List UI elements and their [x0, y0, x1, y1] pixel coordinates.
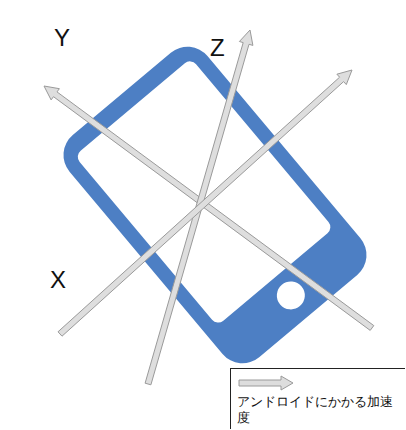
phone	[53, 36, 377, 374]
legend-text: アンドロイドにかかる加速度	[237, 394, 402, 425]
legend-arrow-sample	[237, 375, 297, 391]
axis-label: Z	[210, 36, 225, 60]
axis-arrow	[44, 86, 374, 330]
axis-arrow	[58, 70, 352, 336]
legend: アンドロイドにかかる加速度	[230, 368, 405, 429]
axis-label: Y	[54, 26, 70, 50]
axis-arrows	[44, 30, 374, 385]
axis-label: X	[50, 268, 66, 292]
